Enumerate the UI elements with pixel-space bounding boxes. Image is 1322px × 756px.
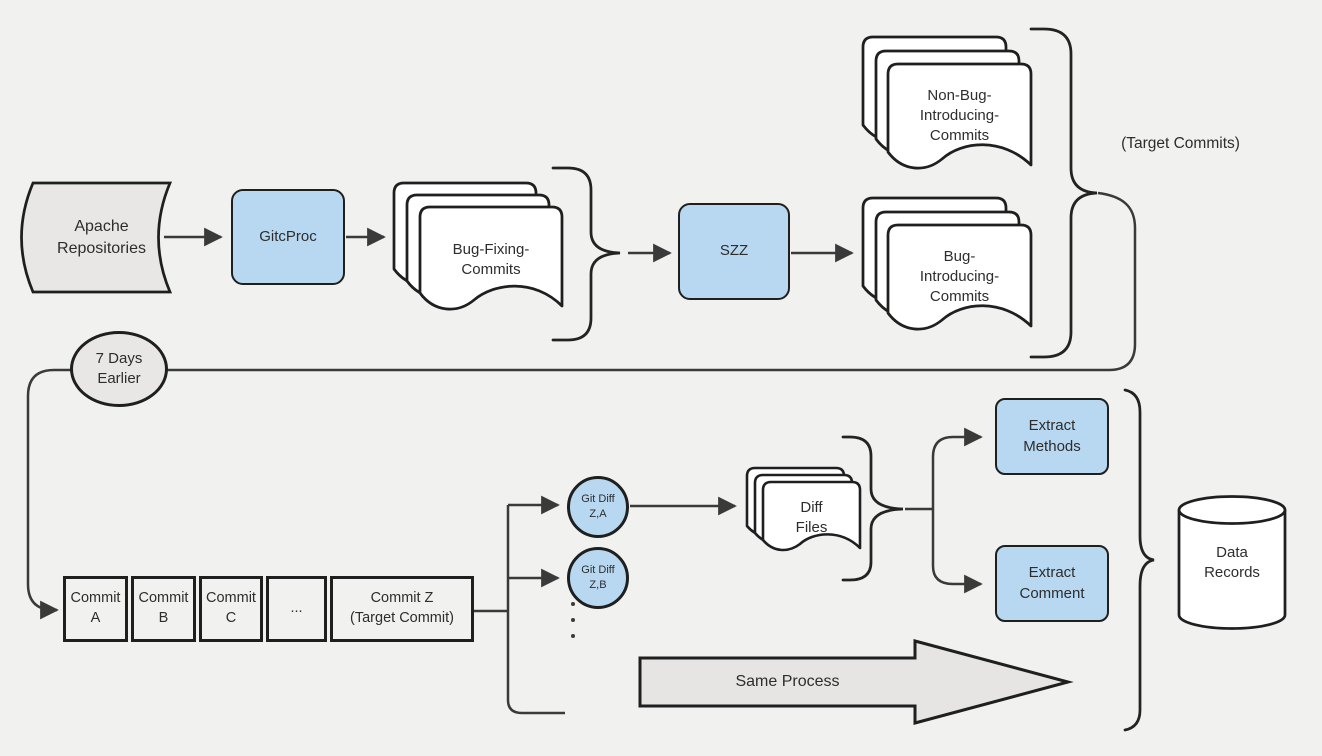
apache-repositories-node: Apache Repositories xyxy=(33,183,170,292)
brace-bug-fixing xyxy=(551,166,621,342)
commit-z-box: Commit Z (Target Commit) xyxy=(330,576,474,642)
diff-files-label: Diff Files xyxy=(795,498,828,536)
seven-days-earlier-node: 7 Days Earlier xyxy=(70,331,168,407)
bug-fixing-commits-docstack xyxy=(392,181,564,311)
curly-braces xyxy=(551,27,1155,732)
edge-split-to-extract-comment xyxy=(931,509,983,594)
commit-a-box: Commit A xyxy=(63,576,128,642)
edge-split-to-extract-methods xyxy=(931,427,983,509)
commit-c-box: Commit C xyxy=(199,576,263,642)
extract-methods-label: Extract Methods xyxy=(1023,417,1081,455)
target-commits-note: (Target Commits) xyxy=(1121,134,1240,152)
gitcproc-node: GitcProc xyxy=(231,189,345,285)
apache-repositories-label: Apache Repositories xyxy=(57,217,146,257)
brace-target-commits xyxy=(1029,27,1098,359)
data-records-cylinder xyxy=(1177,495,1287,630)
diff-files-docstack xyxy=(745,466,862,552)
bug-introducing-commits-label: Bug- Introducing- Commits xyxy=(919,247,1000,306)
bug-introducing-commits-docstack xyxy=(861,196,1033,331)
extract-methods-node: Extract Methods xyxy=(995,398,1109,475)
edge-targetcommits-to-commitrow xyxy=(26,191,1137,620)
connectors xyxy=(26,191,1137,715)
seven-days-earlier-label: 7 Days Earlier xyxy=(95,349,143,387)
git-diff-zb-label: Git Diff Z,B xyxy=(581,564,615,591)
brace-data-records xyxy=(1123,388,1155,732)
brace-diff-files xyxy=(841,435,904,582)
data-records-label: Data Records xyxy=(1204,543,1260,581)
git-diff-za-node: Git Diff Z,A xyxy=(567,476,629,538)
szz-node: SZZ xyxy=(678,203,790,300)
extract-comment-node: Extract Comment xyxy=(995,545,1109,622)
same-process-label: Same Process xyxy=(735,673,840,691)
commit-ellipsis-box: ... xyxy=(266,576,327,642)
non-bug-introducing-commits-docstack xyxy=(861,35,1033,170)
non-bug-introducing-commits-label: Non-Bug- Introducing- Commits xyxy=(919,86,1000,145)
gitcproc-label: GitcProc xyxy=(259,227,317,245)
same-process-arrow-shape xyxy=(638,639,1074,725)
commit-sequence-row: Commit A Commit B Commit C ... Commit Z … xyxy=(63,576,474,642)
extract-comment-label: Extract Comment xyxy=(1019,564,1085,602)
bug-fixing-commits-label: Bug-Fixing- Commits xyxy=(452,240,530,278)
git-diff-za-label: Git Diff Z,A xyxy=(581,493,615,520)
git-diff-zb-node: Git Diff Z,B xyxy=(567,547,629,609)
szz-label: SZZ xyxy=(719,242,749,260)
vertical-ellipsis-dots xyxy=(571,602,575,638)
stored-data-shape xyxy=(20,181,173,294)
edge-branch-vertical xyxy=(506,505,565,715)
commit-b-box: Commit B xyxy=(131,576,196,642)
